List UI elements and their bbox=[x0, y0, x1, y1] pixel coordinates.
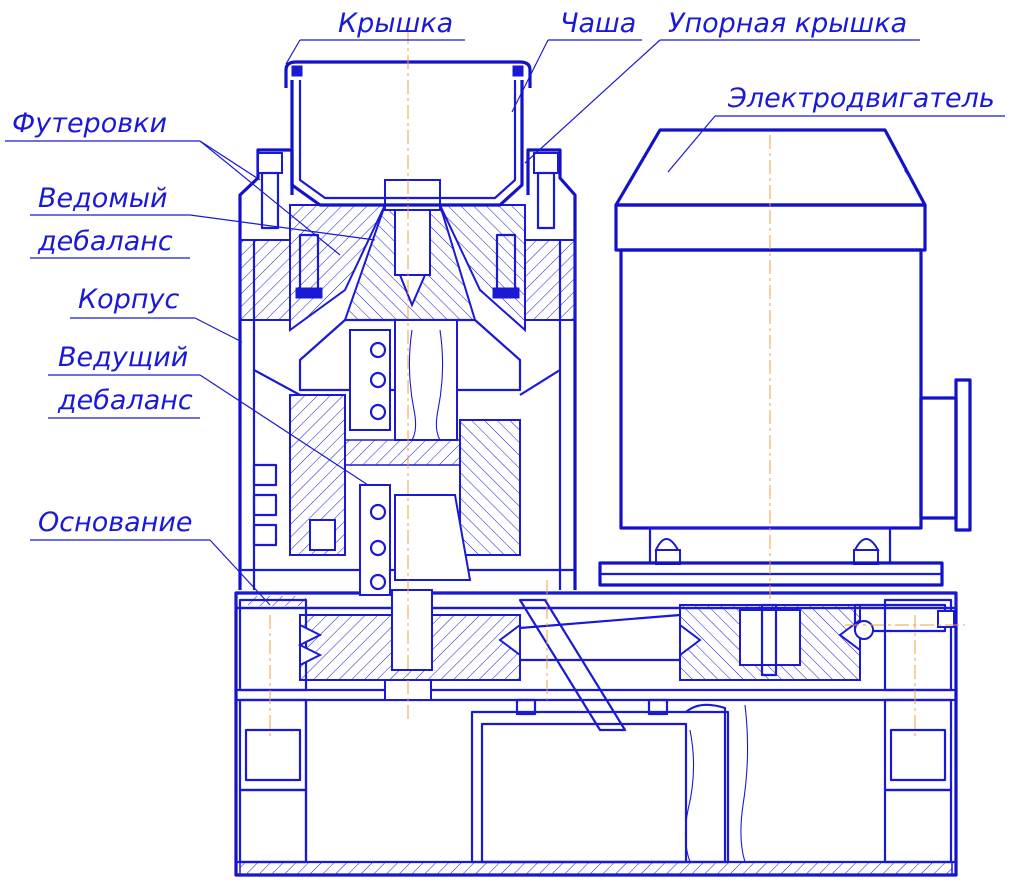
label-thrust-lid: Упорная крышка bbox=[524, 8, 920, 164]
housing bbox=[238, 148, 577, 590]
label-linings: Футеровки bbox=[5, 108, 341, 256]
label-bowl-text: Чаша bbox=[560, 8, 636, 39]
bowl bbox=[290, 80, 524, 207]
drive-plate bbox=[234, 591, 958, 732]
label-driving-line2: дебаланс bbox=[57, 385, 193, 416]
base-frame bbox=[234, 591, 958, 877]
label-housing: Корпус bbox=[70, 284, 243, 343]
centerlines bbox=[269, 30, 965, 740]
label-base-text: Основание bbox=[38, 507, 193, 538]
driving-unbalance bbox=[289, 394, 521, 701]
label-housing-text: Корпус bbox=[78, 284, 179, 315]
thrust-lid-bolts bbox=[257, 152, 559, 230]
label-driven-unbalance: Ведомый дебаланс bbox=[30, 183, 376, 259]
label-driving-line1: Ведущий bbox=[58, 342, 188, 373]
linings bbox=[289, 179, 526, 333]
label-driving-unbalance: Ведущий дебаланс bbox=[48, 342, 369, 486]
label-lid: Крышка bbox=[285, 8, 465, 65]
label-driven-line2: дебаланс bbox=[37, 226, 173, 257]
label-bowl: Чаша bbox=[511, 8, 642, 113]
label-base: Основание bbox=[30, 507, 271, 606]
label-linings-text: Футеровки bbox=[12, 108, 167, 139]
label-motor-text: Электродвигатель bbox=[727, 83, 995, 114]
label-driven-line1: Ведомый bbox=[38, 183, 168, 214]
electric-motor bbox=[598, 128, 972, 587]
label-lid-text: Крышка bbox=[338, 8, 453, 39]
driven-unbalance bbox=[298, 318, 522, 441]
label-thrust-lid-text: Упорная крышка bbox=[668, 8, 907, 39]
label-motor: Электродвигатель bbox=[667, 83, 1005, 173]
